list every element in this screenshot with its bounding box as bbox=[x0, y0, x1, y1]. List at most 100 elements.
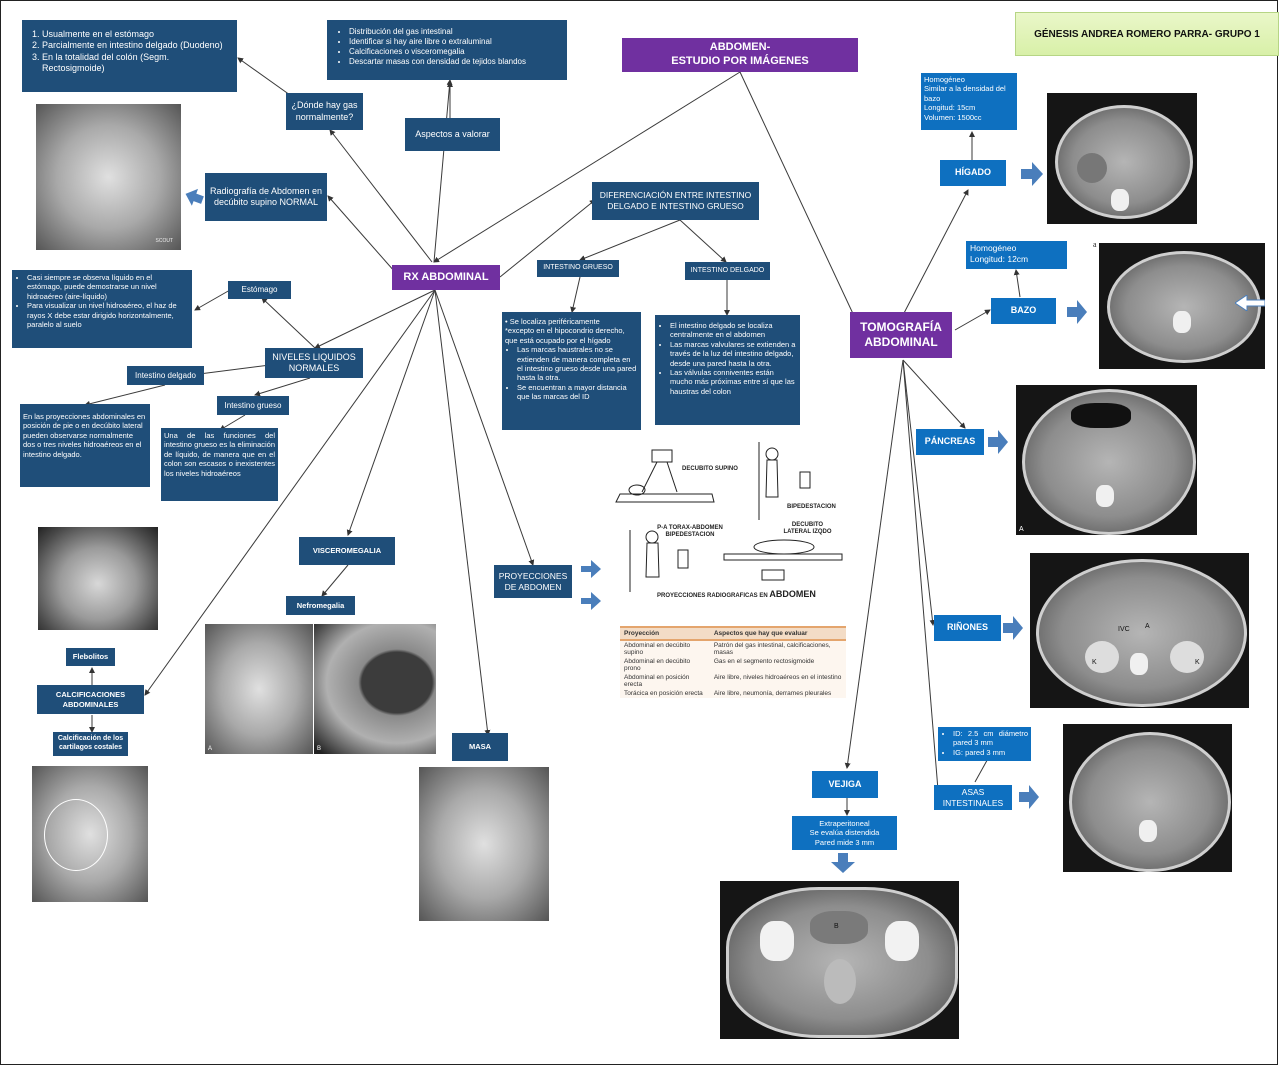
niveles-grueso-label: Intestino grueso bbox=[217, 396, 289, 415]
liver-lesion bbox=[1077, 153, 1107, 183]
connector bbox=[433, 71, 741, 263]
highlight-circle bbox=[44, 799, 108, 871]
connector bbox=[219, 414, 246, 431]
lateral-label: DECUBITO LATERAL IZQDO bbox=[783, 522, 832, 536]
proyecciones-box: PROYECCIONES DE ABDOMEN bbox=[494, 565, 572, 598]
rinones-box: RIÑONES bbox=[934, 615, 1001, 641]
tomografia-node: TOMOGRAFÍA ABDOMINAL bbox=[850, 312, 952, 358]
gas-question-box: ¿Dónde hay gas normalmente? bbox=[286, 93, 363, 130]
normal-abdomen-xray: SCOUT bbox=[36, 104, 181, 250]
info-line: Longitud: 15cm bbox=[924, 103, 976, 113]
nefromegalia-label: Nefromegalia bbox=[286, 596, 355, 615]
info-line: Extraperitoneal bbox=[819, 818, 870, 828]
connector bbox=[84, 384, 166, 407]
higado-info-box: Homogéneo Similar a la densidad del bazo… bbox=[921, 73, 1017, 130]
connector bbox=[254, 377, 311, 397]
aorta-label: A bbox=[1145, 623, 1150, 630]
connector bbox=[679, 219, 727, 263]
table-header: Proyección bbox=[620, 626, 710, 641]
image-label: B bbox=[317, 746, 322, 752]
nefromegalia-ct-b: B bbox=[314, 624, 436, 754]
gas-answer: En la totalidad del colón (Segm. Rectosi… bbox=[42, 52, 233, 75]
grueso-point: *excepto en el hipocondrio derecho, bbox=[505, 326, 625, 336]
nefromegalia-xray-a: A bbox=[205, 624, 313, 754]
asas-box: ASAS INTESTINALES bbox=[934, 785, 1012, 810]
bladder-label: B bbox=[834, 923, 839, 930]
xray-scout-label: SCOUT bbox=[155, 238, 174, 244]
flebolitos-label: Flebolitos bbox=[66, 648, 115, 666]
bazo-ct bbox=[1099, 243, 1265, 369]
estomago-points-box: Casi siempre se observa líquido en el es… bbox=[12, 270, 192, 348]
connector bbox=[433, 79, 453, 263]
vejiga-box: VEJIGA bbox=[812, 771, 878, 798]
connector bbox=[739, 71, 856, 319]
asas-info-box: ID: 2.5 cm diámetro pared 3 mm IG: pared… bbox=[938, 727, 1031, 761]
intestino-grueso-label: INTESTINO GRUESO bbox=[537, 260, 619, 277]
estomago-point: Casi siempre se observa líquido en el es… bbox=[27, 273, 189, 301]
info-line: Similar a la densidad del bazo bbox=[924, 84, 1006, 103]
connector bbox=[902, 359, 936, 626]
bazo-info-box: Homogéneo Longitud: 12cm bbox=[966, 241, 1067, 269]
main-title-line1: ABDOMEN- bbox=[709, 41, 771, 54]
asas-info: ID: 2.5 cm diámetro pared 3 mm bbox=[953, 729, 1028, 748]
connector bbox=[902, 189, 969, 316]
connector bbox=[329, 129, 433, 263]
calcificaciones-box: CALCIFICACIONES ABDOMINALES bbox=[37, 685, 144, 714]
arrow-right-icon bbox=[1021, 162, 1043, 186]
arrow-right-icon bbox=[1019, 785, 1039, 809]
kidney-left bbox=[1085, 641, 1119, 673]
connector bbox=[902, 359, 941, 791]
info-line: Pared mide 3 mm bbox=[814, 837, 875, 847]
grueso-point: Se encuentran a mayor distancia que las … bbox=[517, 383, 638, 402]
gas-answers-box: Usualmente en el estómago Parcialmente e… bbox=[22, 20, 237, 92]
masa-box: MASA bbox=[452, 733, 508, 761]
aspects-box: Distribución del gas intestinal Identifi… bbox=[327, 20, 567, 80]
connector bbox=[327, 195, 396, 273]
connector bbox=[314, 289, 436, 349]
aspect-item: Distribución del gas intestinal bbox=[349, 27, 563, 37]
kidney-right bbox=[1170, 641, 1204, 673]
rx-abdominal-node: RX ABDOMINAL bbox=[392, 265, 500, 290]
flebolitos-xray bbox=[38, 527, 158, 630]
connector bbox=[144, 289, 436, 696]
connector bbox=[902, 359, 966, 429]
niveles-grueso-text: Una de las funciones del intestino grues… bbox=[161, 428, 278, 501]
info-line: Volumen: 1500cc bbox=[924, 112, 982, 122]
gas-region bbox=[1071, 403, 1131, 428]
differentiation-title-box: DIFERENCIACIÓN ENTRE INTESTINO DELGADO E… bbox=[592, 182, 759, 220]
rinones-ct: IVC A K K bbox=[1030, 553, 1249, 708]
normal-xray-label-box: Radiografía de Abdomen en decúbito supin… bbox=[205, 173, 327, 221]
figure-caption: PROYECCIONES RADIOGRAFICAS EN ABDOMEN bbox=[657, 589, 816, 599]
kidney-label: K bbox=[1195, 659, 1200, 666]
masa-xray bbox=[419, 767, 549, 921]
rectum bbox=[824, 959, 856, 1004]
estomago-label: Estómago bbox=[228, 281, 291, 299]
author-title: GÉNESIS ANDREA ROMERO PARRA- GRUPO 1 bbox=[1015, 12, 1279, 56]
arrow-left-icon bbox=[185, 188, 204, 206]
cartilagos-xray bbox=[32, 766, 148, 902]
higado-ct bbox=[1047, 93, 1197, 224]
gas-answer: Usualmente en el estómago bbox=[42, 29, 233, 40]
intestino-delgado-points-box: El intestino delgado se localiza central… bbox=[655, 315, 800, 425]
delgado-point: Las marcas valvulares se extienden a tra… bbox=[670, 340, 797, 368]
visceromegalia-box: VISCEROMEGALIA bbox=[299, 537, 395, 565]
image-label: A bbox=[208, 746, 213, 752]
higado-box: HÍGADO bbox=[940, 160, 1006, 186]
vejiga-info-box: Extraperitoneal Se evalúa distendida Par… bbox=[792, 816, 897, 850]
proyecciones-table: Proyección Aspectos que hay que evaluar … bbox=[620, 626, 846, 698]
aspects-label-box: Aspectos a valorar bbox=[405, 118, 500, 151]
connector bbox=[954, 309, 991, 331]
connector bbox=[570, 276, 581, 313]
niveles-delgado-label: Intestino delgado bbox=[127, 366, 204, 385]
connector bbox=[194, 289, 231, 311]
connector bbox=[434, 289, 491, 736]
main-title-line2: ESTUDIO POR IMÁGENES bbox=[671, 55, 809, 67]
connector bbox=[844, 359, 904, 769]
projection-drawings bbox=[615, 442, 843, 592]
proyecciones-figure: DECUBITO SUPINO BIPEDESTACION P-A TORAX-… bbox=[612, 442, 848, 602]
info-line: Se evalúa distendida bbox=[809, 828, 880, 838]
image-label: A bbox=[1019, 526, 1024, 533]
asas-ct bbox=[1063, 724, 1232, 872]
